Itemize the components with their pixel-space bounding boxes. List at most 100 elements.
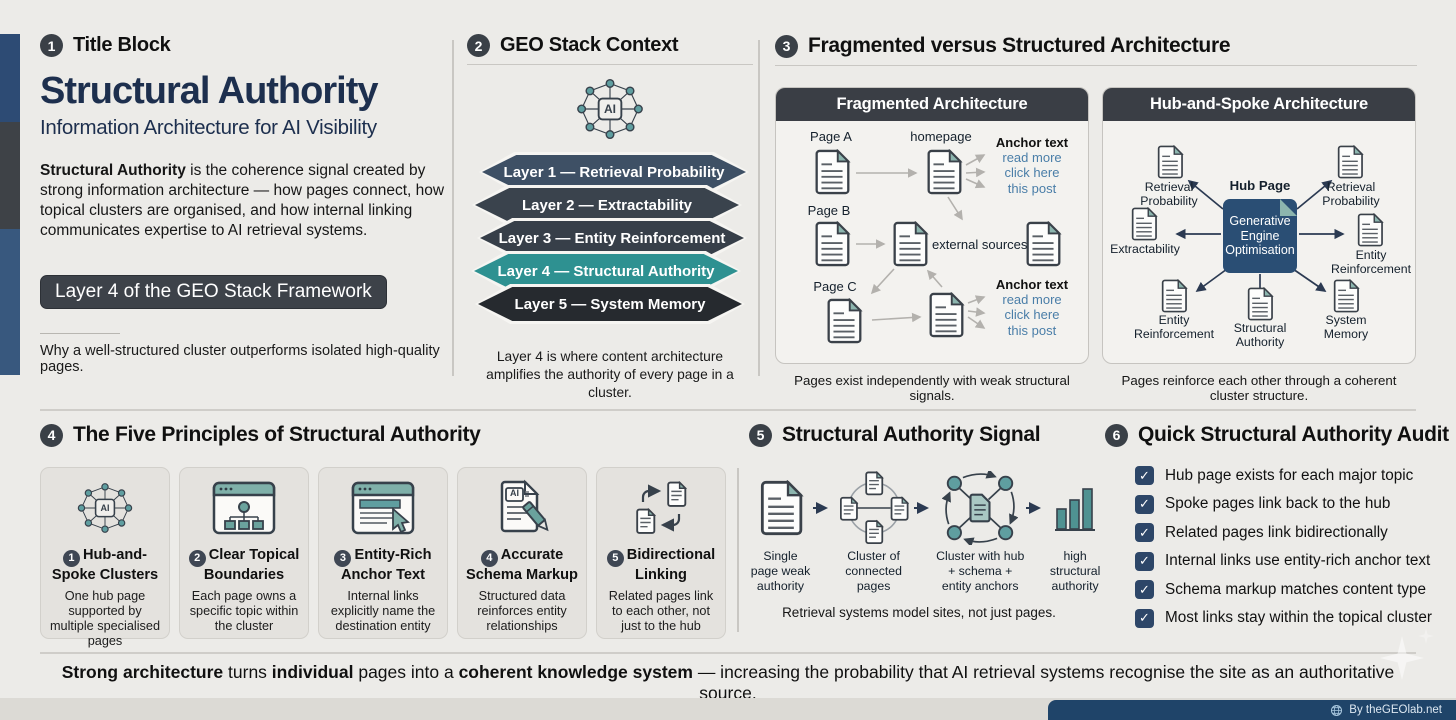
footer-seg: individual (271, 662, 354, 682)
checklist-item: Hub page exists for each major topic (1135, 466, 1445, 485)
document-icon (1023, 221, 1063, 272)
page-c-label: Page C (813, 279, 857, 294)
signal-caption: Retrieval systems model sites, not just … (782, 605, 1056, 621)
footer-seg: coherent knowledge system (458, 662, 693, 682)
document-icon (890, 221, 930, 272)
divider (452, 40, 454, 376)
signal-stage-1: Single page weak authority (749, 469, 812, 593)
spoke-label-top-right: Retrieval Probability (1322, 180, 1380, 208)
document-icon (824, 298, 864, 349)
spoke-label-bottom-right: System Memory (1323, 313, 1369, 341)
card-desc: Related pages link to each other, not ju… (608, 589, 714, 633)
section-authority-signal: 5 Structural Authority Signal Single pag… (749, 423, 1103, 620)
anchor-text-block-top: Anchor text read more click here this po… (986, 135, 1078, 196)
fragmented-architecture-panel: Fragmented Architecture (775, 87, 1089, 364)
section-label: Quick Structural Authority Audit (1138, 423, 1449, 446)
layer-banner-2: Layer 2 — Extractability (472, 185, 742, 225)
doc-cluster-icon (834, 469, 913, 547)
divider (40, 652, 1416, 654)
intro-paragraph: Structural Authority is the coherence si… (40, 161, 448, 242)
document-icon (1155, 145, 1185, 184)
anchor-link: click here (1004, 307, 1060, 323)
globe-icon (1330, 704, 1343, 717)
audit-checklist: Hub page exists for each major topic Spo… (1135, 466, 1445, 628)
spoke-label-top-left: Retrieval Probability (1140, 180, 1198, 208)
hub-anchors-icon (935, 469, 1025, 547)
page-title: Structural Authority (40, 70, 379, 112)
brand-link[interactable]: By theGEOlab.net (1349, 704, 1442, 716)
panel-title: Fragmented Architecture (776, 88, 1088, 121)
folded-corner-icon (1280, 199, 1297, 216)
hub-page-label: Hub Page (1229, 178, 1291, 193)
checked-checkbox-icon[interactable] (1135, 608, 1154, 628)
layer-banner-5: Layer 5 — System Memory (475, 284, 745, 324)
footer-seg: pages into a (353, 662, 459, 682)
checked-checkbox-icon[interactable] (1135, 580, 1154, 599)
brand-bar[interactable]: By theGEOlab.net (1048, 700, 1456, 720)
checklist-item: Spoke pages link back to the hub (1135, 494, 1445, 514)
document-icon (926, 292, 966, 343)
section-label: Title Block (73, 34, 171, 56)
fragmented-diagram: Page A homepage Anchor text read more cl… (776, 121, 1088, 363)
external-sources-label: external sources (932, 237, 1028, 252)
section-number-badge: 1 (40, 34, 63, 57)
hub-page-box: Generative Engine Optimisation (1223, 199, 1297, 273)
checklist-item: Most links stay within the topical clust… (1135, 608, 1445, 628)
stage-label: Cluster of connected pages (845, 549, 902, 593)
divider (775, 65, 1417, 66)
spoke-label-right: Entity Reinforcement (1331, 248, 1411, 276)
section-label: Structural Authority Signal (782, 423, 1041, 446)
page-b-label: Page B (807, 203, 851, 218)
checked-checkbox-icon[interactable] (1135, 551, 1154, 571)
document-icon (924, 149, 964, 200)
flow-arrow-icon (1025, 469, 1047, 547)
checklist-item: Related pages link bidirectionally (1135, 523, 1445, 542)
ai-chip-label: AI (100, 503, 110, 513)
signal-stage-2: Cluster of connected pages (834, 469, 913, 593)
anchor-link: read more (1002, 150, 1062, 165)
section-label: GEO Stack Context (500, 34, 679, 56)
bidirectional-docs-icon (602, 478, 720, 538)
left-accent-bar (0, 34, 20, 375)
checked-checkbox-icon[interactable] (1135, 494, 1154, 514)
section-number-badge: 3 (775, 34, 798, 58)
ai-chip-label: AI (510, 488, 519, 498)
document-icon (1129, 207, 1159, 246)
divider (737, 468, 739, 632)
signal-stages: Single page weak authority Cluster of co… (749, 469, 1103, 593)
checked-checkbox-icon[interactable] (1135, 523, 1154, 542)
stage-label: high structural authority (1049, 549, 1101, 593)
anchor-heading: Anchor text (995, 277, 1069, 292)
flow-arrow-icon (812, 469, 834, 547)
schema-doc-pencil-icon: AI (463, 478, 581, 538)
signal-stage-3: Cluster with hub + schema + entity ancho… (935, 469, 1025, 593)
hub-spoke-architecture-panel: Hub-and-Spoke Architecture (1102, 87, 1416, 364)
section-geo-stack: 2 GEO Stack Context AI Layer 1 — Retriev… (467, 34, 753, 402)
anchor-link: this post (1007, 322, 1057, 338)
section-title-block: 1 Title Block Structural Authority Infor… (40, 34, 452, 375)
page-subtitle: Information Architecture for AI Visibili… (40, 115, 377, 139)
cursor-window-icon (324, 478, 442, 538)
anchor-link: this post (1007, 180, 1057, 196)
title-footnote: Why a well-structured cluster outperform… (40, 343, 440, 376)
checked-checkbox-icon[interactable] (1135, 466, 1154, 485)
divider (758, 40, 760, 376)
section-five-principles: 4 The Five Principles of Structural Auth… (40, 423, 732, 648)
geo-stack-caption: Layer 4 is where content architecture am… (486, 349, 734, 400)
spoke-label-left: Extractability (1110, 242, 1180, 256)
ai-network-icon: AI (571, 74, 649, 144)
intro-bold: Structural Authority (40, 161, 186, 179)
layer-4-pill: Layer 4 of the GEO Stack Framework (40, 275, 387, 310)
spoke-label-bottom-center: Structural Authority (1233, 321, 1287, 349)
anchor-link: click here (1004, 165, 1060, 181)
geo-stack-layers: Layer 1 — Retrieval Probability Layer 2 … (467, 152, 753, 324)
panel-title: Hub-and-Spoke Architecture (1103, 88, 1415, 121)
divider (467, 64, 753, 65)
section-label: The Five Principles of Structural Author… (73, 423, 481, 446)
